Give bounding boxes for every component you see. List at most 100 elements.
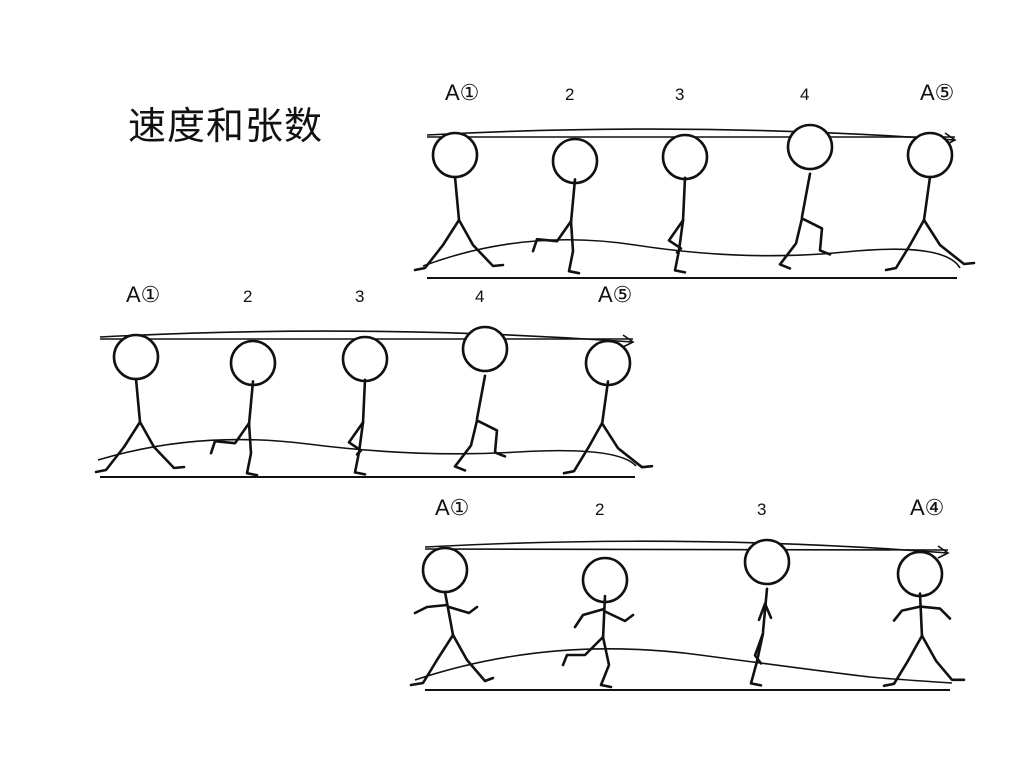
figure-leg (138, 420, 186, 470)
figure-leg (749, 632, 765, 687)
walk-cycle-bottom: A① 2 3 A④ (400, 495, 966, 700)
figure-head (421, 546, 469, 594)
figure-leg (562, 421, 604, 475)
walk-cycle-middle: A① 2 3 4 A⑤ (88, 282, 654, 487)
walk-cycle-bottom-drawing: A① 2 3 A④ (409, 495, 966, 691)
figure-leg (884, 218, 926, 272)
frame-1: A① (409, 495, 495, 687)
figure-leg (353, 421, 367, 476)
frame-label: 2 (243, 287, 252, 306)
figure-body (453, 175, 461, 222)
figure-body (918, 592, 924, 638)
figure-body (475, 374, 487, 421)
figure-body (601, 594, 607, 641)
figure-head (743, 538, 791, 586)
frame-3: 3 (341, 287, 389, 476)
figure-head (341, 335, 389, 383)
head-height-line (99, 330, 634, 343)
figure-body (247, 380, 255, 426)
figure-leg (922, 218, 976, 266)
figure-leg (245, 421, 259, 477)
figure-head (431, 131, 479, 179)
figure-leg (209, 421, 251, 455)
frame-label: A④ (910, 495, 944, 520)
figure-head (896, 550, 944, 598)
figure-leg (453, 419, 479, 472)
frame-5: A⑤ (562, 282, 654, 475)
figure-head (229, 339, 277, 387)
frame-3: 3 (743, 500, 791, 687)
figure-leg (451, 633, 495, 683)
walk-cycle-top: A① 2 3 4 A⑤ (405, 80, 976, 285)
figure-arm (573, 607, 606, 629)
foot-path-curve (414, 648, 953, 684)
figure-head (906, 131, 954, 179)
figure-leg (561, 635, 605, 667)
frame-label: A① (126, 282, 160, 307)
frame-1: A① (413, 80, 505, 272)
figure-leg (413, 218, 461, 272)
figure-body (800, 172, 812, 219)
walk-cycle-top-drawing: A① 2 3 4 A⑤ (413, 80, 976, 279)
foot-path-curve (422, 238, 961, 269)
figure-leg (94, 420, 142, 474)
frame-label: 2 (595, 500, 604, 519)
page-title: 速度和张数 (128, 104, 324, 148)
frame-label: 4 (475, 287, 484, 306)
figure-head (661, 133, 709, 181)
walk-cycle-middle-drawing: A① 2 3 4 A⑤ (94, 282, 654, 478)
figure-arm (918, 605, 952, 620)
figure-leg (778, 217, 804, 270)
frame-4: A④ (882, 495, 966, 688)
figure-arm (413, 603, 449, 615)
figure-body (600, 380, 610, 426)
figure-leg (882, 634, 924, 688)
figure-leg (920, 634, 966, 682)
frame-label: 4 (800, 85, 809, 104)
figure-body (681, 176, 687, 223)
figure-leg (599, 635, 613, 689)
frame-2: 2 (209, 287, 277, 477)
frame-label: 3 (757, 500, 766, 519)
figure-arm (757, 602, 767, 622)
arrow-head-icon (622, 334, 635, 348)
figure-head (112, 333, 160, 381)
figure-leg (673, 219, 687, 274)
figure-leg (457, 218, 505, 268)
head-height-line (426, 128, 956, 141)
figure-leg (567, 219, 581, 275)
head-height-line (424, 540, 949, 554)
figure-body (134, 377, 142, 424)
arrow-head-icon (937, 545, 950, 559)
figure-body (569, 178, 577, 224)
figure-body (361, 378, 367, 425)
figure-body (922, 175, 932, 222)
frame-label: 2 (565, 85, 574, 104)
figure-head (461, 325, 509, 373)
frame-1: A① (94, 282, 186, 474)
frame-2: 2 (531, 85, 599, 275)
frame-4: 4 (453, 287, 509, 472)
frame-label: A① (445, 80, 479, 105)
frame-label: 3 (355, 287, 364, 306)
frame-label: 3 (675, 85, 684, 104)
figure-arm (602, 609, 635, 623)
figure-leg (531, 219, 573, 253)
frame-2: 2 (561, 500, 635, 689)
frame-label: A⑤ (598, 282, 632, 307)
frame-label: A⑤ (920, 80, 954, 105)
foot-path-curve (97, 438, 637, 467)
figure-arm (763, 602, 773, 620)
figure-leg (409, 633, 455, 687)
frame-5: A⑤ (884, 80, 976, 272)
figure-head (786, 123, 834, 171)
figure-leg (600, 421, 654, 469)
frame-4: 4 (778, 85, 834, 270)
head-height-line (424, 548, 949, 551)
figure-leg (475, 419, 507, 458)
figure-head (551, 137, 599, 185)
figure-arm (892, 605, 922, 622)
frame-3: 3 (661, 85, 709, 274)
figure-body (443, 590, 455, 637)
figure-arm (447, 605, 479, 615)
